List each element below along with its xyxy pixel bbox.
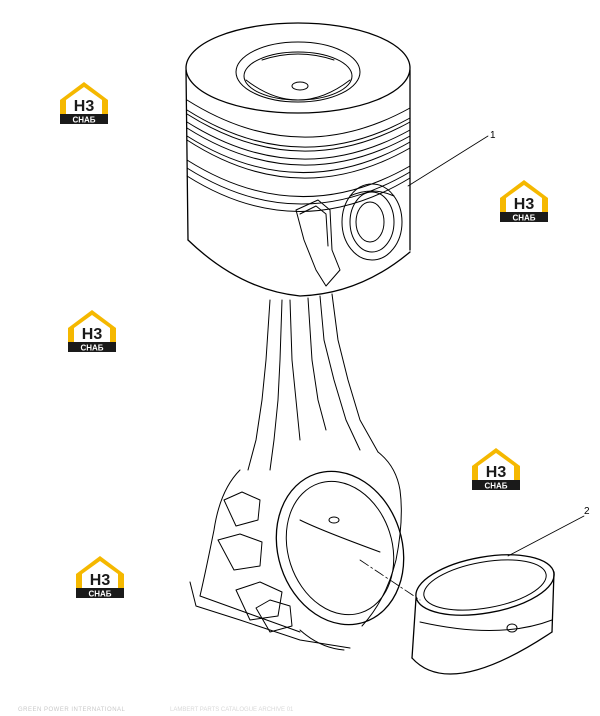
svg-text:СНАБ: СНАБ	[72, 116, 95, 125]
svg-text:СНАБ: СНАБ	[80, 344, 103, 353]
svg-text:H3: H3	[74, 98, 95, 115]
connecting-rod	[189, 293, 405, 651]
footer-right-text: LAMBERT PARTS CATALOGUE ARCHIVE 01	[170, 707, 294, 713]
svg-text:H3: H3	[514, 196, 535, 213]
watermark-logo-4: H3 СНАБ	[468, 444, 524, 492]
watermark-logo-5: H3 СНАБ	[72, 552, 128, 600]
callout-leader-2	[507, 515, 585, 557]
footer-left-text: GREEN POWER INTERNATIONAL	[18, 707, 126, 713]
watermark-logo-1: H3 СНАБ	[56, 78, 112, 126]
callout-leader-1	[407, 135, 489, 187]
svg-text:СНАБ: СНАБ	[512, 214, 535, 223]
callout-label-2: 2	[584, 506, 590, 517]
svg-text:H3: H3	[82, 326, 103, 343]
svg-text:H3: H3	[486, 464, 507, 481]
svg-text:H3: H3	[90, 572, 111, 589]
callout-label-1: 1	[490, 130, 496, 141]
watermark-logo-3: H3 СНАБ	[64, 306, 120, 354]
bearing-shell	[411, 554, 555, 675]
svg-text:СНАБ: СНАБ	[88, 590, 111, 599]
watermark-logo-2: H3 СНАБ	[496, 176, 552, 224]
bearing-axis-line	[359, 559, 421, 601]
piston	[185, 22, 411, 297]
svg-text:СНАБ: СНАБ	[484, 482, 507, 491]
